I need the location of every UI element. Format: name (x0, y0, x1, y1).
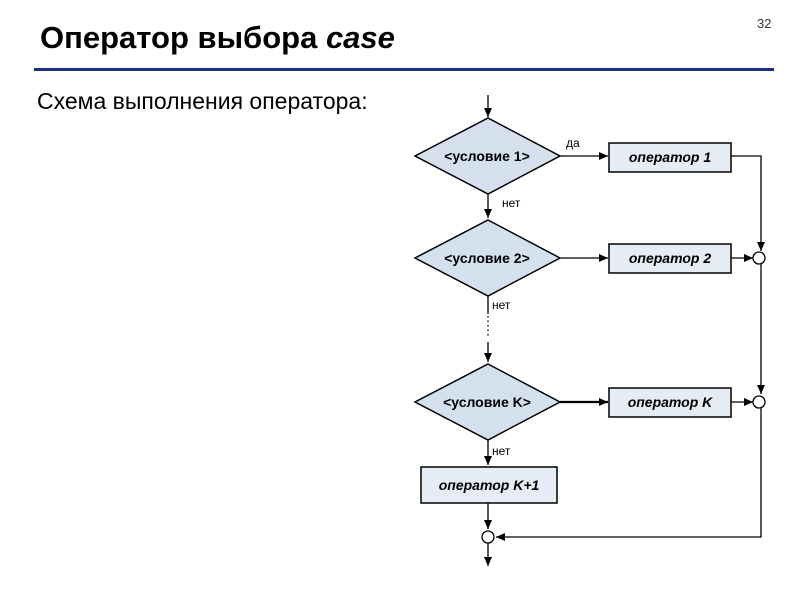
final-merge-node (481, 530, 495, 544)
operator-k-label: оператор K (628, 394, 713, 410)
slide-title-keyword: case (325, 20, 395, 55)
slide-title: Оператор выбора case (40, 20, 395, 56)
condition-2-diamond: <условие 2> (413, 219, 562, 297)
subtitle: Схема выполнения оператора: (37, 88, 368, 114)
slide-title-text: Оператор выбора (40, 20, 318, 55)
no-label-1: нет (502, 196, 521, 210)
default-operator-box: оператор K+1 (420, 466, 558, 504)
operator-1-label: оператор 1 (629, 149, 711, 165)
merge-node-k (752, 395, 766, 409)
operator-1-box: оператор 1 (608, 142, 732, 173)
condition-k-label: <условие K> (443, 394, 531, 410)
return-arrow (496, 408, 762, 541)
default-operator-label: оператор K+1 (439, 477, 540, 493)
yes-label: да (566, 136, 580, 150)
no-label-2: нет (492, 298, 511, 312)
no-label-k: нет (492, 444, 511, 458)
operator-k-box: оператор K (608, 387, 732, 418)
condition-1-diamond: <условие 1> (413, 117, 562, 195)
condition-k-diamond: <условие K> (413, 363, 562, 441)
condition-2-label: <условие 2> (444, 250, 530, 266)
operator-1-out-arrow (731, 155, 765, 251)
condition-1-label: <условие 1> (444, 148, 530, 164)
title-rule (34, 68, 774, 71)
page-number: 32 (757, 16, 772, 31)
operator-2-box: оператор 2 (608, 243, 732, 274)
merge-node-2 (752, 251, 766, 265)
operator-2-label: оператор 2 (629, 250, 711, 266)
